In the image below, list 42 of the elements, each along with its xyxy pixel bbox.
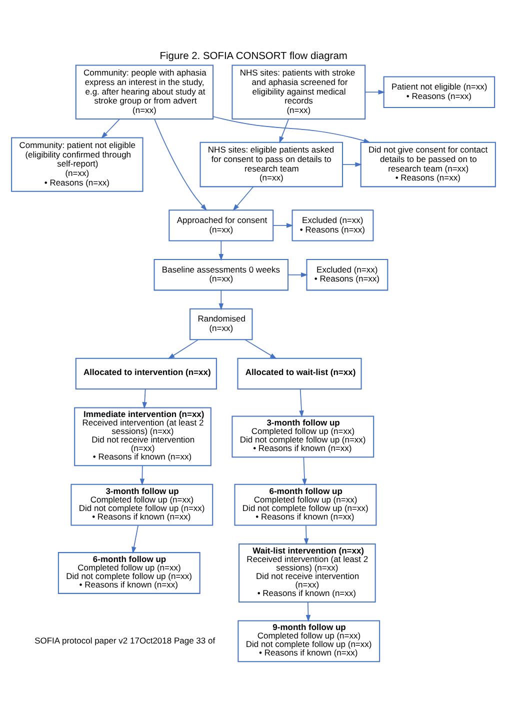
node-box: Wait-list intervention (n=xx) Received intervention (at least 2 sessions) (n=xx) Did not receive intervention (n=xx) • Reasons if known (n=xx) — [238, 543, 376, 602]
node-box: Excluded (n=xx) • Reasons (n=xx) — [292, 209, 374, 241]
arrow — [142, 388, 148, 408]
node-box: Immediate intervention (n=xx) Received intervention (at least 2 sessions) (n=xx) Did not receive intervention (n=xx) • Reasons if known (n=xx) — [74, 406, 212, 466]
arrow — [304, 524, 309, 545]
arrow — [364, 89, 386, 94]
arrow — [244, 338, 277, 358]
arrow — [140, 464, 145, 486]
arrow — [101, 118, 120, 138]
arrow — [218, 289, 224, 310]
arrow — [279, 118, 289, 143]
arrow — [306, 601, 311, 622]
node-box: Allocated to wait-list (n=xx) — [237, 357, 362, 389]
diagram-title: Figure 2. SOFIA CONSORT flow diagram — [160, 50, 348, 62]
node-box: 3-month follow up Completed follow up (n=xx) Did not complete follow up (n=xx) • Reasons if known (n=xx) — [70, 483, 214, 526]
arrow — [154, 118, 208, 210]
node-box: NHS sites: patients with stroke and aphasia screened for eligibility against medical records (n=xx) — [232, 64, 366, 119]
arrow — [302, 456, 307, 486]
node-box: 3-month follow up Completed follow up (n=xx) Did not complete follow up (n=xx) • Reasons if known (n=xx) — [232, 415, 374, 458]
arrow — [288, 272, 308, 277]
arrow — [132, 524, 138, 554]
node-box: Randomised (n=xx) — [190, 308, 253, 340]
arrow — [272, 222, 294, 228]
node-box: Community: people with aphasia express an interest in the study, e.g. after hearing about study at stroke group or from advert (n=xx) — [75, 64, 214, 119]
label: SOFIA protocol paper v2 17Oct2018 Page 33 of — [34, 634, 216, 645]
node-box: Patient not eligible (n=xx) • Reasons (n=xx) — [383, 76, 496, 108]
node-box: Excluded (n=xx) • Reasons (n=xx) — [306, 258, 388, 290]
node-box: Baseline assessments 0 weeks (n=xx) — [154, 258, 288, 290]
node-box: NHS sites: eligible patients asked for consent to pass on details to research team (n=xx) — [200, 141, 344, 187]
node-box: Allocated to intervention (n=xx) — [75, 357, 217, 389]
arrow — [299, 388, 304, 417]
arrow — [212, 116, 370, 143]
arrow — [342, 162, 362, 166]
node-box: 6-month follow up Completed follow up (n=xx) Did not complete follow up (n=xx) • Reasons if known (n=xx) — [58, 552, 200, 594]
node-box: 6-month follow up Completed follow up (n=xx) Did not complete follow up (n=xx) • Reasons if known (n=xx) — [234, 483, 377, 526]
arrow — [168, 338, 199, 359]
arrow — [218, 240, 224, 260]
node-box: Did not give consent for contact details to be passed on to research team (n=xx) • Reasons (n=xx) — [360, 141, 496, 187]
arrow — [232, 186, 254, 210]
node-box: Community: patient not eligible (eligibility confirmed through self-report) (n=xx) • Reasons (n=xx) — [11, 136, 144, 192]
node-box: Approached for consent (n=xx) — [168, 209, 274, 241]
node-box: 9-month follow up Completed follow up (n=xx) Did not complete follow up (n=xx) • Reasons if known (n=xx) — [238, 620, 380, 662]
